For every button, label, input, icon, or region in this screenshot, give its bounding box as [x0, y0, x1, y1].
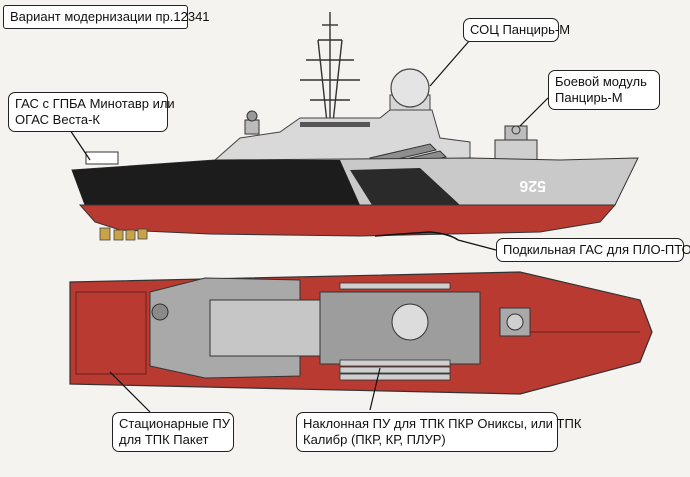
side-view: 526 — [71, 12, 639, 241]
leader-lines — [69, 39, 549, 413]
callout-gas-gpba-line1: ГАС с ГПБА Минотавр или — [15, 96, 175, 111]
aft-radar-top — [151, 303, 169, 321]
callout-soc-text: СОЦ Панцирь-М — [470, 22, 571, 37]
callout-inclined-launcher-line1: Наклонная ПУ для ТПК ПКР Ониксы, или ТПК — [303, 416, 582, 431]
callout-fixed-launchers: Стационарные ПУ для ТПК Пакет — [112, 412, 234, 452]
callout-fixed-launchers-line1: Стационарные ПУ — [119, 416, 230, 431]
propellers — [99, 227, 148, 241]
callout-inclined-launcher: Наклонная ПУ для ТПК ПКР Ониксы, или ТПК… — [296, 412, 582, 452]
callout-keel-sonar-text: Подкильная ГАС для ПЛО-ПТО — [503, 242, 690, 257]
keel-sonar-cable — [374, 231, 459, 241]
hull-lower — [78, 204, 617, 237]
combat-module-top — [499, 307, 531, 337]
hull-black-band — [72, 160, 360, 205]
bridge-windows — [300, 122, 370, 127]
launcher-tubes-top — [339, 282, 451, 381]
hull-black-band-2 — [350, 168, 460, 205]
superstructure — [213, 109, 471, 161]
callout-gas-gpba-line2: ОГАС Веста-К — [15, 112, 101, 127]
callout-inclined-launcher-line2: Калибр (ПКР, КР, ПЛУР) — [303, 432, 446, 447]
deck-structure-mid — [209, 299, 321, 357]
top-view — [69, 271, 653, 395]
callout-combat-module-line2: Панцирь-М — [555, 90, 623, 105]
callout-combat-module: Боевой модуль Панцирь-М — [548, 70, 660, 110]
callout-combat-module-line1: Боевой модуль — [555, 74, 647, 89]
gpba-placeholder — [85, 151, 119, 165]
combat-module — [494, 125, 538, 161]
radome-top — [391, 303, 429, 341]
diagram-title: Вариант модернизации пр.12341 — [3, 5, 210, 29]
callout-keel-sonar: Подкильная ГАС для ПЛО-ПТО — [496, 238, 690, 262]
aft-deck-panel — [75, 291, 147, 375]
callout-fixed-launchers-line2: для ТПК Пакет — [119, 432, 209, 447]
diagram-title-text: Вариант модернизации пр.12341 — [10, 9, 210, 24]
callout-soc: СОЦ Панцирь-М — [463, 18, 571, 42]
hull-number: 526 — [519, 177, 546, 194]
aft-radar — [244, 110, 260, 135]
callout-gas-gpba: ГАС с ГПБА Минотавр или ОГАС Веста-К — [8, 92, 175, 132]
